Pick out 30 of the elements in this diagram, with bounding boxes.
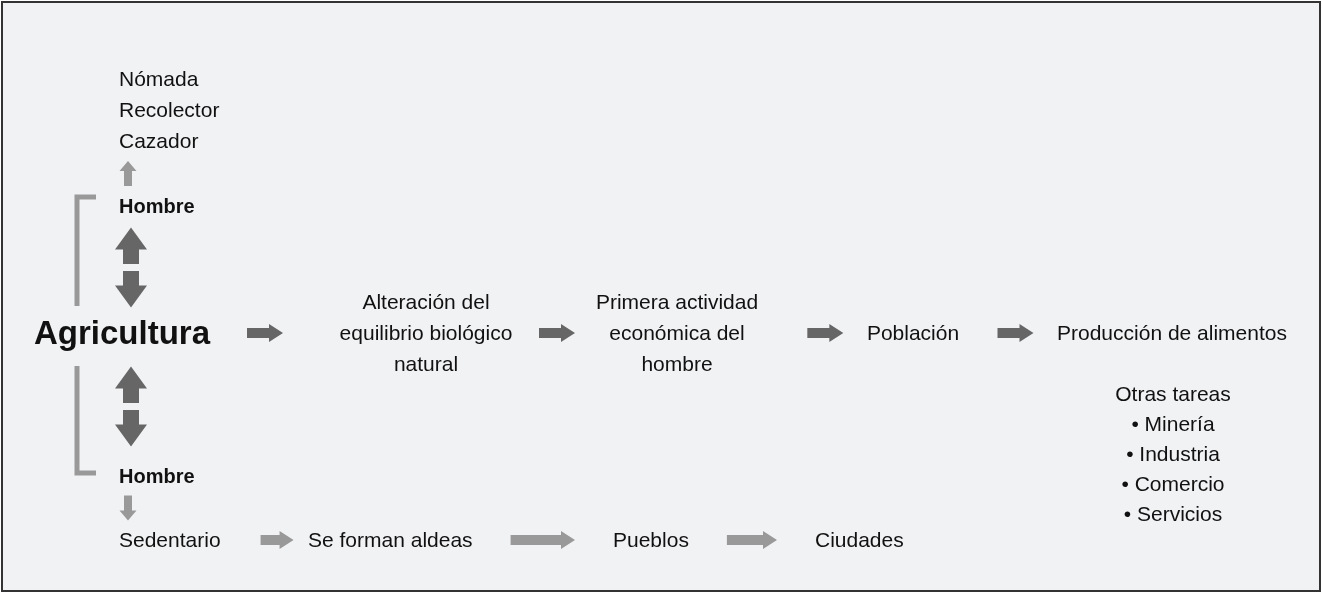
node-label: Pueblos — [613, 527, 689, 553]
arrow — [119, 161, 137, 186]
arrow — [997, 324, 1034, 342]
heading: Hombre — [119, 464, 195, 489]
list-item: • Servicios — [1122, 501, 1224, 527]
arrow — [726, 531, 777, 549]
node-label: Recolector — [119, 97, 220, 123]
heading: Hombre — [119, 194, 195, 219]
node-label: Sedentario — [119, 527, 221, 553]
node-label: Primera actividad económica del hombre — [594, 289, 760, 377]
node-label: Se forman aldeas — [308, 527, 473, 553]
node-label: Producción de alimentos — [1057, 320, 1287, 346]
list-heading: Otras tareas — [1114, 381, 1232, 407]
heading: Agricultura — [34, 314, 211, 352]
node-label: Alteración del equilibrio biológico natural — [338, 289, 514, 377]
list-item: • Minería — [1130, 411, 1216, 437]
node-label: Nómada — [119, 66, 199, 92]
arrow — [807, 324, 844, 342]
list-item: • Comercio — [1120, 471, 1226, 497]
arrow — [510, 531, 575, 549]
node-label: Población — [866, 320, 960, 346]
arrow — [119, 495, 137, 521]
node-label: Ciudades — [815, 527, 904, 553]
arrow — [247, 324, 283, 342]
arrow — [260, 531, 294, 549]
list-item: • Industria — [1125, 441, 1221, 467]
node-label: Cazador — [119, 128, 199, 154]
arrow — [539, 324, 575, 342]
arrow — [115, 227, 147, 308]
arrow — [115, 366, 147, 447]
